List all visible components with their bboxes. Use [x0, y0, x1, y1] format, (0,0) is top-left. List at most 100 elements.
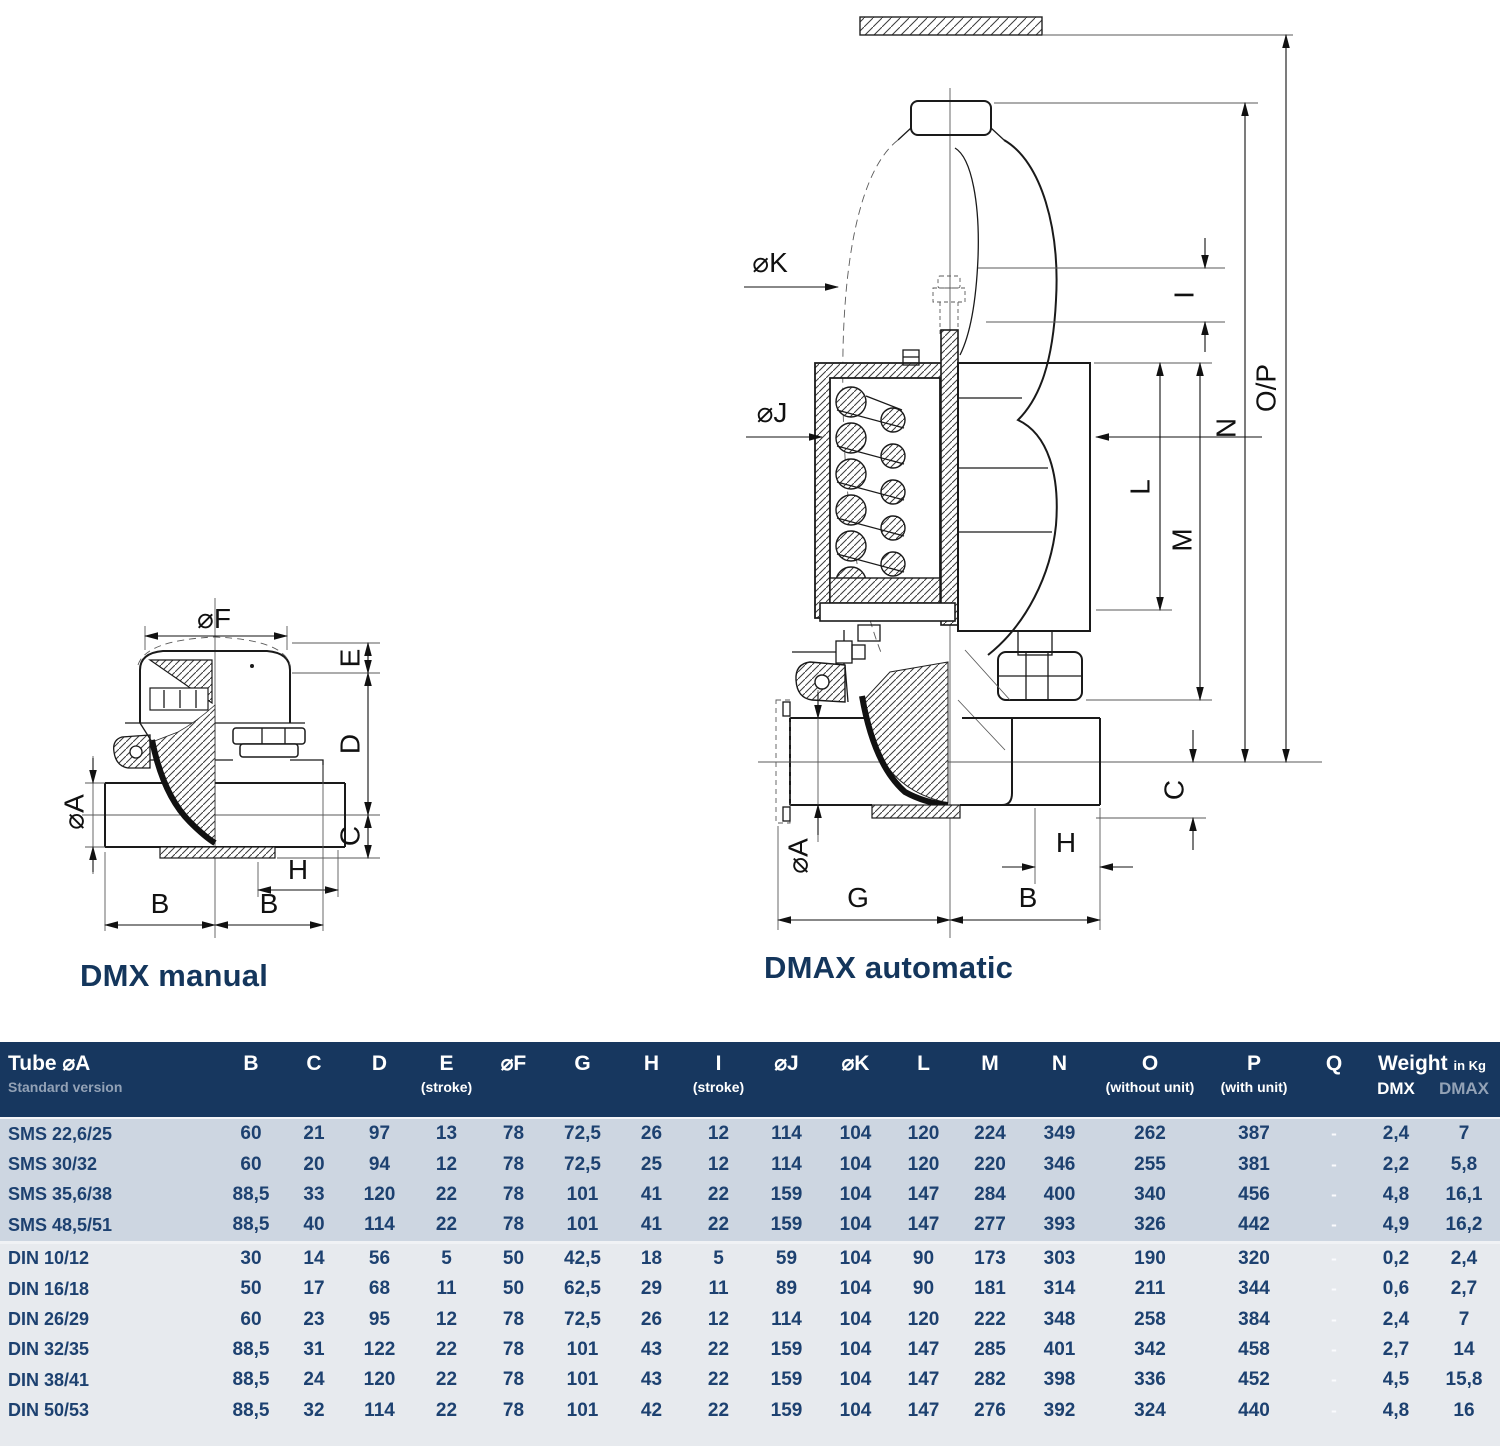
table-cell: 393	[1043, 1214, 1076, 1236]
table-cell: 22	[707, 1369, 730, 1391]
table-cell: 2,4	[1450, 1247, 1478, 1269]
table-cell: 222	[974, 1308, 1006, 1330]
table-cell: 314	[1043, 1278, 1076, 1300]
table-cell: 104	[839, 1247, 872, 1269]
table-cell: 2,7	[1450, 1278, 1478, 1300]
table-cell: 255	[1134, 1153, 1166, 1175]
table-cell: 78	[502, 1153, 525, 1175]
column-header: I(stroke)	[692, 1052, 745, 1095]
weight-unit: in Kg	[1453, 1058, 1486, 1073]
footer-band	[0, 1425, 1500, 1446]
table-cell: 104	[839, 1278, 872, 1300]
table-cell: 41	[640, 1183, 663, 1205]
dim-label-op: O/P	[1250, 364, 1281, 412]
dim-gb: G B	[776, 826, 1102, 930]
table-cell: 78	[502, 1399, 525, 1421]
dim-label-a: ⌀A	[58, 794, 89, 830]
table-cell: 349	[1043, 1123, 1076, 1145]
table-cell: 21	[303, 1123, 325, 1145]
table-cell: 147	[907, 1399, 940, 1421]
table-cell: -	[1331, 1370, 1337, 1390]
dim-label-b2: B	[260, 888, 279, 919]
dim-edc: E D C	[277, 641, 380, 860]
dim-h: H	[1002, 808, 1133, 930]
dim-op: O/P	[1250, 33, 1290, 764]
table-cell: 147	[907, 1214, 940, 1236]
table-cell: 12	[707, 1153, 730, 1175]
table-cell: 104	[839, 1153, 872, 1175]
table-cell: 22	[707, 1338, 730, 1360]
table-cell: 97	[368, 1123, 391, 1145]
row-label: SMS 48,5/51	[8, 1214, 113, 1235]
table-cell: 26	[640, 1123, 663, 1145]
table-cell: 25	[640, 1153, 663, 1175]
table-cell: 4,8	[1382, 1183, 1410, 1205]
table-cell: 387	[1238, 1123, 1270, 1145]
table-cell: 5,8	[1450, 1153, 1478, 1175]
column-header: H	[643, 1052, 660, 1075]
table-cell: 12	[435, 1153, 458, 1175]
table-cell: 159	[770, 1338, 803, 1360]
table-cell: 104	[839, 1399, 872, 1421]
table-cell: 89	[775, 1278, 798, 1300]
dim-bb: B B	[103, 765, 325, 931]
dim-k: ⌀K	[744, 247, 840, 291]
weight-title: Weight in Kg	[1378, 1052, 1486, 1075]
table-cell: 324	[1134, 1399, 1166, 1421]
table-cell: 326	[1134, 1214, 1166, 1236]
table-cell: 2,7	[1382, 1338, 1410, 1360]
table-cell: 78	[502, 1214, 525, 1236]
table-cell: 29	[640, 1278, 663, 1300]
row-label: SMS 30/32	[8, 1154, 98, 1175]
table-cell: 31	[303, 1338, 325, 1360]
row-label: SMS 22,6/25	[8, 1123, 113, 1144]
table-cell: 16	[1453, 1399, 1475, 1421]
table-cell: -	[1331, 1154, 1337, 1174]
caption-dmax-automatic: DMAX automatic	[764, 950, 1014, 985]
table-cell: -	[1331, 1248, 1337, 1268]
actuator-handle	[842, 100, 1058, 656]
table-cell: 211	[1134, 1278, 1166, 1300]
table-cell: 17	[303, 1278, 325, 1300]
table-cell: 2,4	[1382, 1308, 1410, 1330]
table-cell: 78	[502, 1123, 525, 1145]
dim-label-b: B	[1019, 882, 1038, 913]
weight-sub-dmax: DMAX	[1438, 1079, 1490, 1098]
dim-label-b1: B	[151, 888, 170, 919]
table-cell: 4,5	[1382, 1369, 1410, 1391]
table-cell: 190	[1134, 1247, 1166, 1269]
row-label: DIN 26/29	[8, 1309, 90, 1330]
table-cell: 442	[1238, 1214, 1270, 1236]
column-header: B	[243, 1052, 259, 1075]
table-cell: 101	[566, 1214, 599, 1236]
column-header: C	[306, 1052, 322, 1075]
table-cell: 0,2	[1382, 1247, 1410, 1269]
table-cell: 400	[1043, 1183, 1076, 1205]
table-cell: 114	[771, 1308, 802, 1330]
table-title: Tube ⌀A	[8, 1052, 91, 1075]
table-cell: 60	[240, 1123, 262, 1145]
table-cell: 15,8	[1445, 1369, 1483, 1391]
table-cell: 20	[303, 1153, 325, 1175]
technical-drawings: ⌀F E D C ⌀A	[58, 16, 1322, 938]
handwheel-cap	[137, 636, 291, 723]
table-cell: -	[1331, 1124, 1337, 1144]
table-cell: 23	[303, 1308, 325, 1330]
table-cell: 95	[368, 1308, 391, 1330]
table-cell: 5	[441, 1247, 452, 1269]
weight-sub-dmx: DMX	[1377, 1079, 1415, 1098]
dim-label-l: L	[1124, 479, 1155, 495]
table-cell: 78	[502, 1183, 525, 1205]
table-cell: 384	[1238, 1308, 1270, 1330]
row-label: DIN 16/18	[8, 1278, 90, 1299]
table-cell: 276	[974, 1399, 1006, 1421]
dim-a: ⌀A	[782, 690, 822, 874]
table-cell: 7	[1458, 1308, 1470, 1330]
table-cell: -	[1331, 1400, 1337, 1420]
column-header: M	[981, 1052, 999, 1075]
